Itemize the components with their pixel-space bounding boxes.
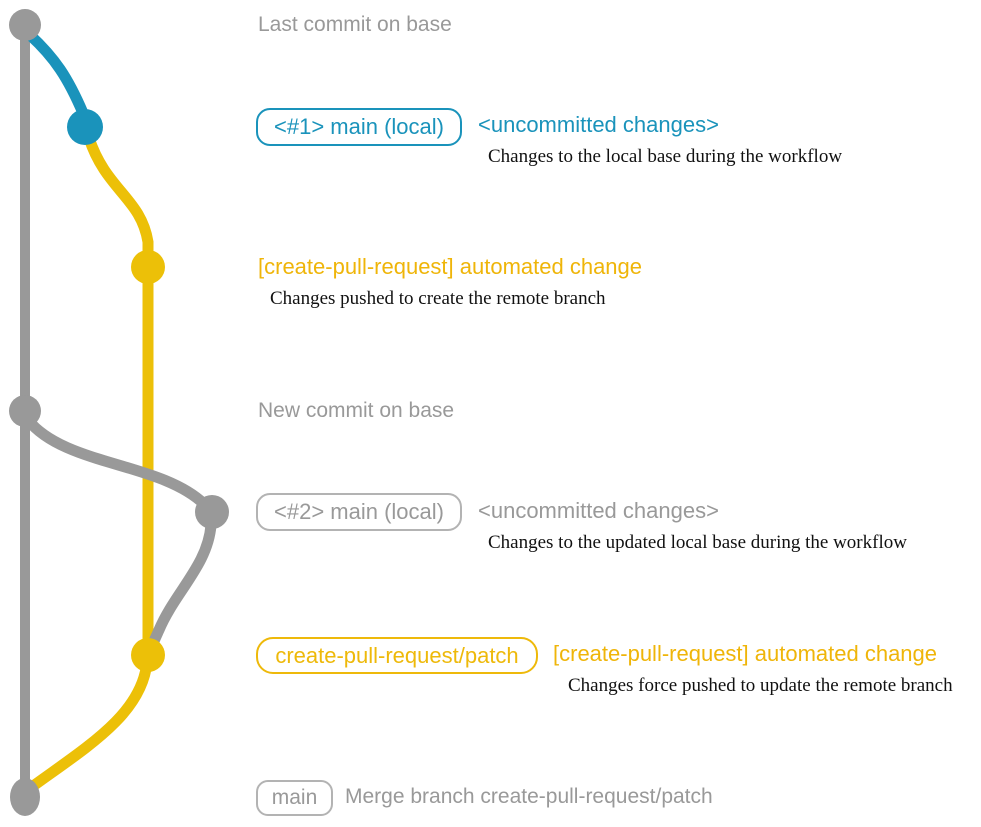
commit-node-merge [10, 778, 40, 816]
branch-tag-main-local-2: <#2> main (local) [256, 493, 462, 531]
automated-change-1-label: [create-pull-request] automated change [258, 254, 643, 279]
automated-change-1-description: Changes pushed to create the remote bran… [270, 288, 606, 309]
uncommitted-changes-1-description: Changes to the local base during the wor… [488, 146, 843, 167]
branch-tag-main-local-1-label: <#1> main (local) [274, 114, 444, 139]
uncommitted-changes-2-description: Changes to the updated local base during… [488, 532, 907, 553]
commit-node-last-base [9, 9, 41, 41]
new-commit-label: New commit on base [258, 399, 455, 422]
branch-tag-main: main [256, 780, 333, 816]
uncommitted-changes-2-label: <uncommitted changes> [478, 498, 719, 523]
commit-node-local-main-2 [195, 495, 229, 529]
commit-node-patch-2 [131, 638, 165, 672]
automated-change-2-label: [create-pull-request] automated change [553, 641, 938, 666]
uncommitted-changes-1-label: <uncommitted changes> [478, 112, 719, 137]
branch-tag-main-label: main [271, 786, 318, 809]
edge-patch2-to-merge [23, 656, 153, 795]
commit-node-patch-1 [131, 250, 165, 284]
merge-commit-label: Merge branch create-pull-request/patch [345, 785, 713, 808]
edge-base-to-local1 [24, 29, 89, 119]
branch-tag-patch: create-pull-request/patch [256, 637, 538, 674]
edge-local1-to-patch1 [83, 132, 154, 273]
branch-tag-patch-label: create-pull-request/patch [275, 642, 519, 668]
branch-tag-main-local-2-label: <#2> main (local) [274, 499, 444, 524]
commit-node-local-main-1 [67, 109, 103, 145]
edge-local2-to-patch2 [144, 519, 217, 657]
edge-base-to-local2 [22, 414, 210, 510]
branch-tag-main-local-1: <#1> main (local) [256, 108, 462, 146]
automated-change-2-description: Changes force pushed to update the remot… [568, 675, 953, 696]
commit-node-new-base [9, 395, 41, 427]
last-commit-label: Last commit on base [258, 13, 452, 36]
